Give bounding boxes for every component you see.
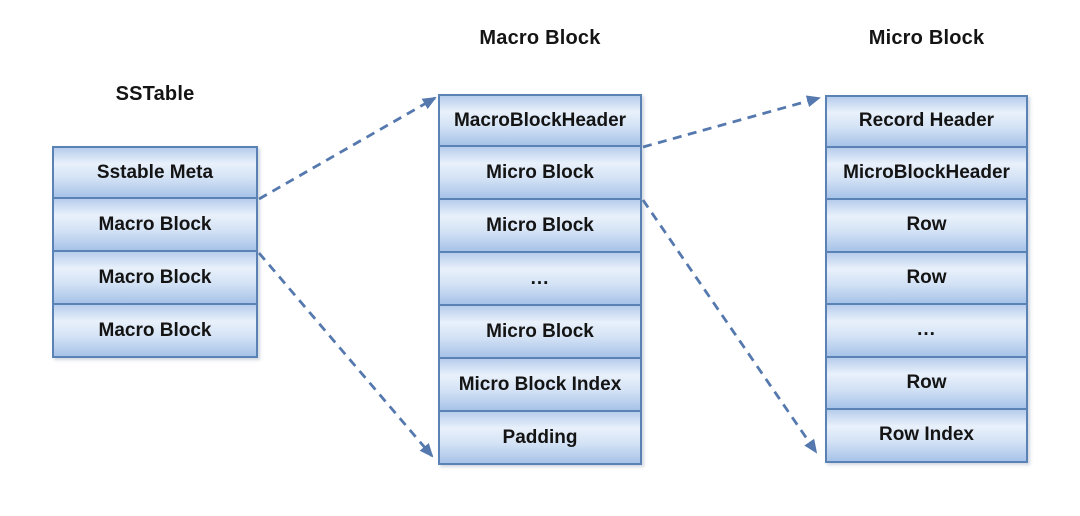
box-row-index: Row Index: [825, 410, 1028, 463]
box-row-ellipsis: ...: [825, 305, 1028, 358]
column-title-sstable: SSTable: [115, 83, 195, 105]
macro-block-stack: MacroBlockHeader Micro Block Micro Block…: [438, 94, 642, 465]
box-sstable-meta: Sstable Meta: [52, 146, 258, 199]
column-title-micro-block: Micro Block: [868, 27, 985, 49]
box-micro-block-ellipsis: ...: [438, 253, 642, 306]
box-row-2: Row: [825, 252, 1028, 305]
box-micro-block-1: Micro Block: [438, 147, 642, 200]
box-record-header: Record Header: [825, 95, 1028, 148]
box-micro-block-index: Micro Block Index: [438, 359, 642, 412]
box-macro-block-header: MacroBlockHeader: [438, 94, 642, 147]
box-row-1: Row: [825, 200, 1028, 253]
box-macro-block-3: Macro Block: [52, 305, 258, 358]
connector-macroblock-to-microblock-top: [642, 95, 821, 149]
box-macro-block-1: Macro Block: [52, 199, 258, 252]
column-title-macro-block: Macro Block: [479, 27, 601, 49]
box-micro-block-2: Micro Block: [438, 200, 642, 253]
sstable-stack: Sstable Meta Macro Block Macro Block Mac…: [52, 146, 258, 358]
box-micro-block-header: MicroBlockHeader: [825, 147, 1028, 200]
connector-macroblock-to-microblock-bottom: [641, 199, 818, 454]
connector-sstable-to-macroblock-top: [258, 96, 437, 201]
box-micro-block-n: Micro Block: [438, 306, 642, 359]
connector-sstable-to-macroblock-bottom: [257, 252, 434, 458]
box-row-n: Row: [825, 357, 1028, 410]
box-macro-block-2: Macro Block: [52, 252, 258, 305]
box-padding: Padding: [438, 412, 642, 465]
micro-block-stack: Record Header MicroBlockHeader Row Row .…: [825, 95, 1028, 463]
